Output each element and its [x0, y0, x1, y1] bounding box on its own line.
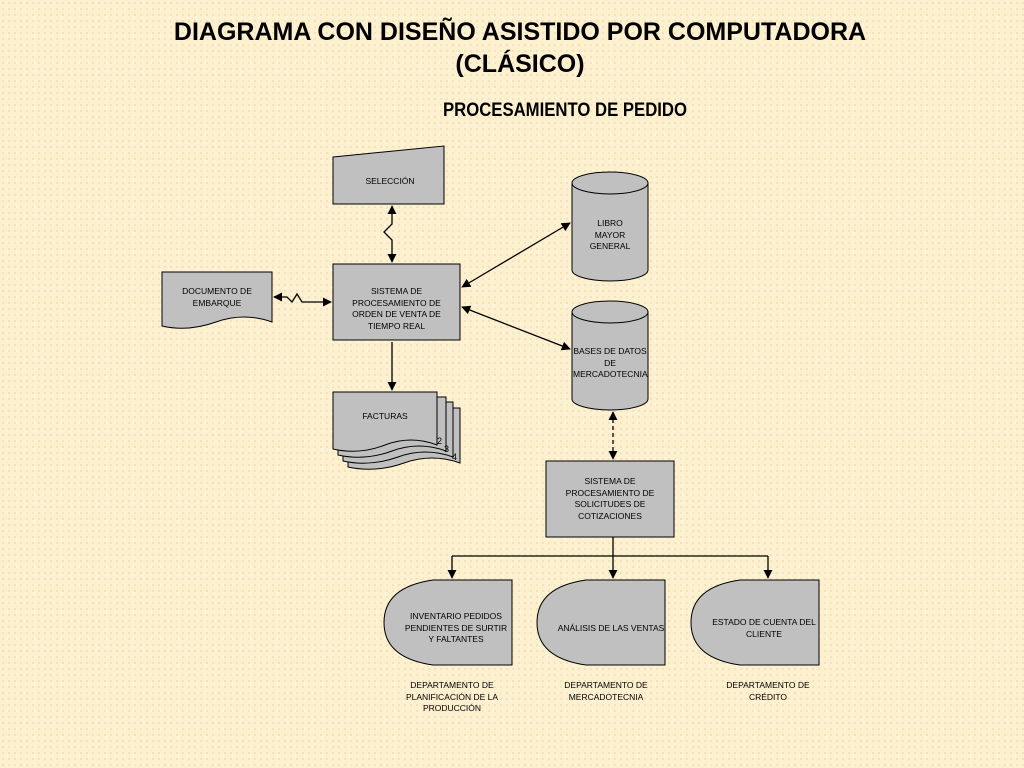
seleccion-label: SELECCIÓN: [365, 176, 415, 186]
facturas-label: FACTURAS: [362, 411, 408, 421]
diagram-title: DIAGRAMA CON DISEÑO ASISTIDO POR COMPUTA…: [40, 16, 1000, 80]
seleccion-shape: [332, 145, 445, 205]
dept-credito-label: DEPARTAMENTO DE CRÉDITO: [726, 680, 810, 702]
estado-cuenta-label: ESTADO DE CUENTA DEL CLIENTE: [712, 617, 816, 639]
libro-mayor-label: LIBRO MAYOR GENERAL: [589, 218, 631, 251]
estado-cuenta-shape: [690, 579, 820, 666]
connector-embarque-sistema: [273, 292, 332, 307]
bases-datos-label: BASES DE DATOS DE MERCADOTECNIA: [573, 346, 648, 379]
inventario-label: INVENTARIO PEDIDOS PENDIENTES DE SURTIR …: [404, 611, 508, 644]
documento-embarque-shape: [161, 271, 273, 329]
sistema-cotizaciones-label: SISTEMA DE PROCESAMIENTO DE SOLICITUDES …: [565, 476, 655, 521]
factura-copy-3-number: 3: [444, 444, 450, 454]
libro-mayor-shape: [571, 171, 649, 282]
title-line-2: (CLÁSICO): [455, 50, 585, 78]
connector-sistema-bases: [461, 305, 571, 351]
factura-copy-2-number: 2: [437, 436, 443, 446]
dept-planificacion-label: DEPARTAMENTO DE PLANIFICACIÓN DE LA PROD…: [405, 680, 499, 713]
sistema-orden-label: SISTEMA DE PROCESAMIENTO DE ORDEN DE VEN…: [352, 286, 441, 331]
title-line-1: DIAGRAMA CON DISEÑO ASISTIDO POR COMPUTA…: [173, 18, 867, 46]
inventario-shape: [383, 579, 513, 666]
diagram-subtitle: PROCESAMIENTO DE PEDIDO: [442, 100, 688, 121]
dept-mercadotecnia-label: DEPARTAMENTO DE MERCADOTECNIA: [564, 680, 648, 702]
sistema-orden-shape: [332, 263, 461, 341]
documento-embarque-label: DOCUMENTO DE EMBARQUE: [182, 286, 252, 308]
sistema-cotizaciones-shape: [545, 460, 675, 538]
facturas-shape: [332, 391, 438, 452]
analisis-label: ANÁLISIS DE LAS VENTAS: [557, 623, 665, 633]
factura-copy-4-number: 4: [452, 452, 458, 462]
connector-sistema-libro: [461, 222, 571, 288]
bases-datos-shape: [571, 300, 649, 411]
connector-seleccion-sistema: [383, 205, 397, 263]
analisis-shape: [536, 579, 666, 666]
